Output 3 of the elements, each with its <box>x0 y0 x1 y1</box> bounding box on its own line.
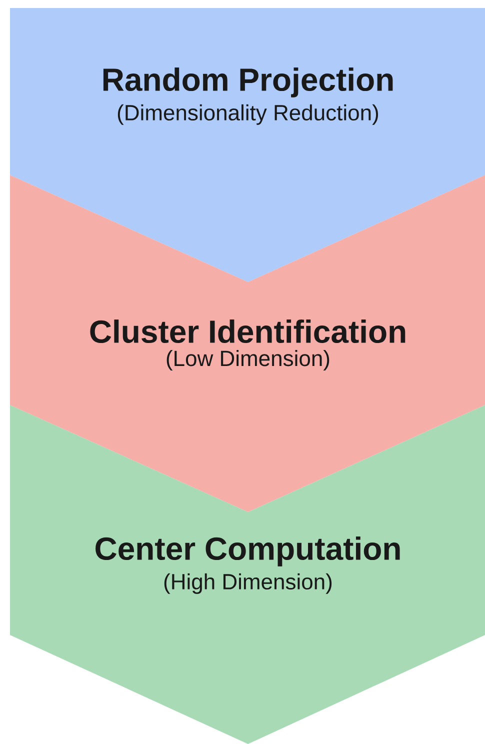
chevron-step: Center Computation (High Dimension) <box>10 405 485 744</box>
chevron-step: Cluster Identification (Low Dimension) <box>10 175 485 512</box>
chevron-step: Random Projection (Dimensionality Reduction) <box>10 8 485 282</box>
